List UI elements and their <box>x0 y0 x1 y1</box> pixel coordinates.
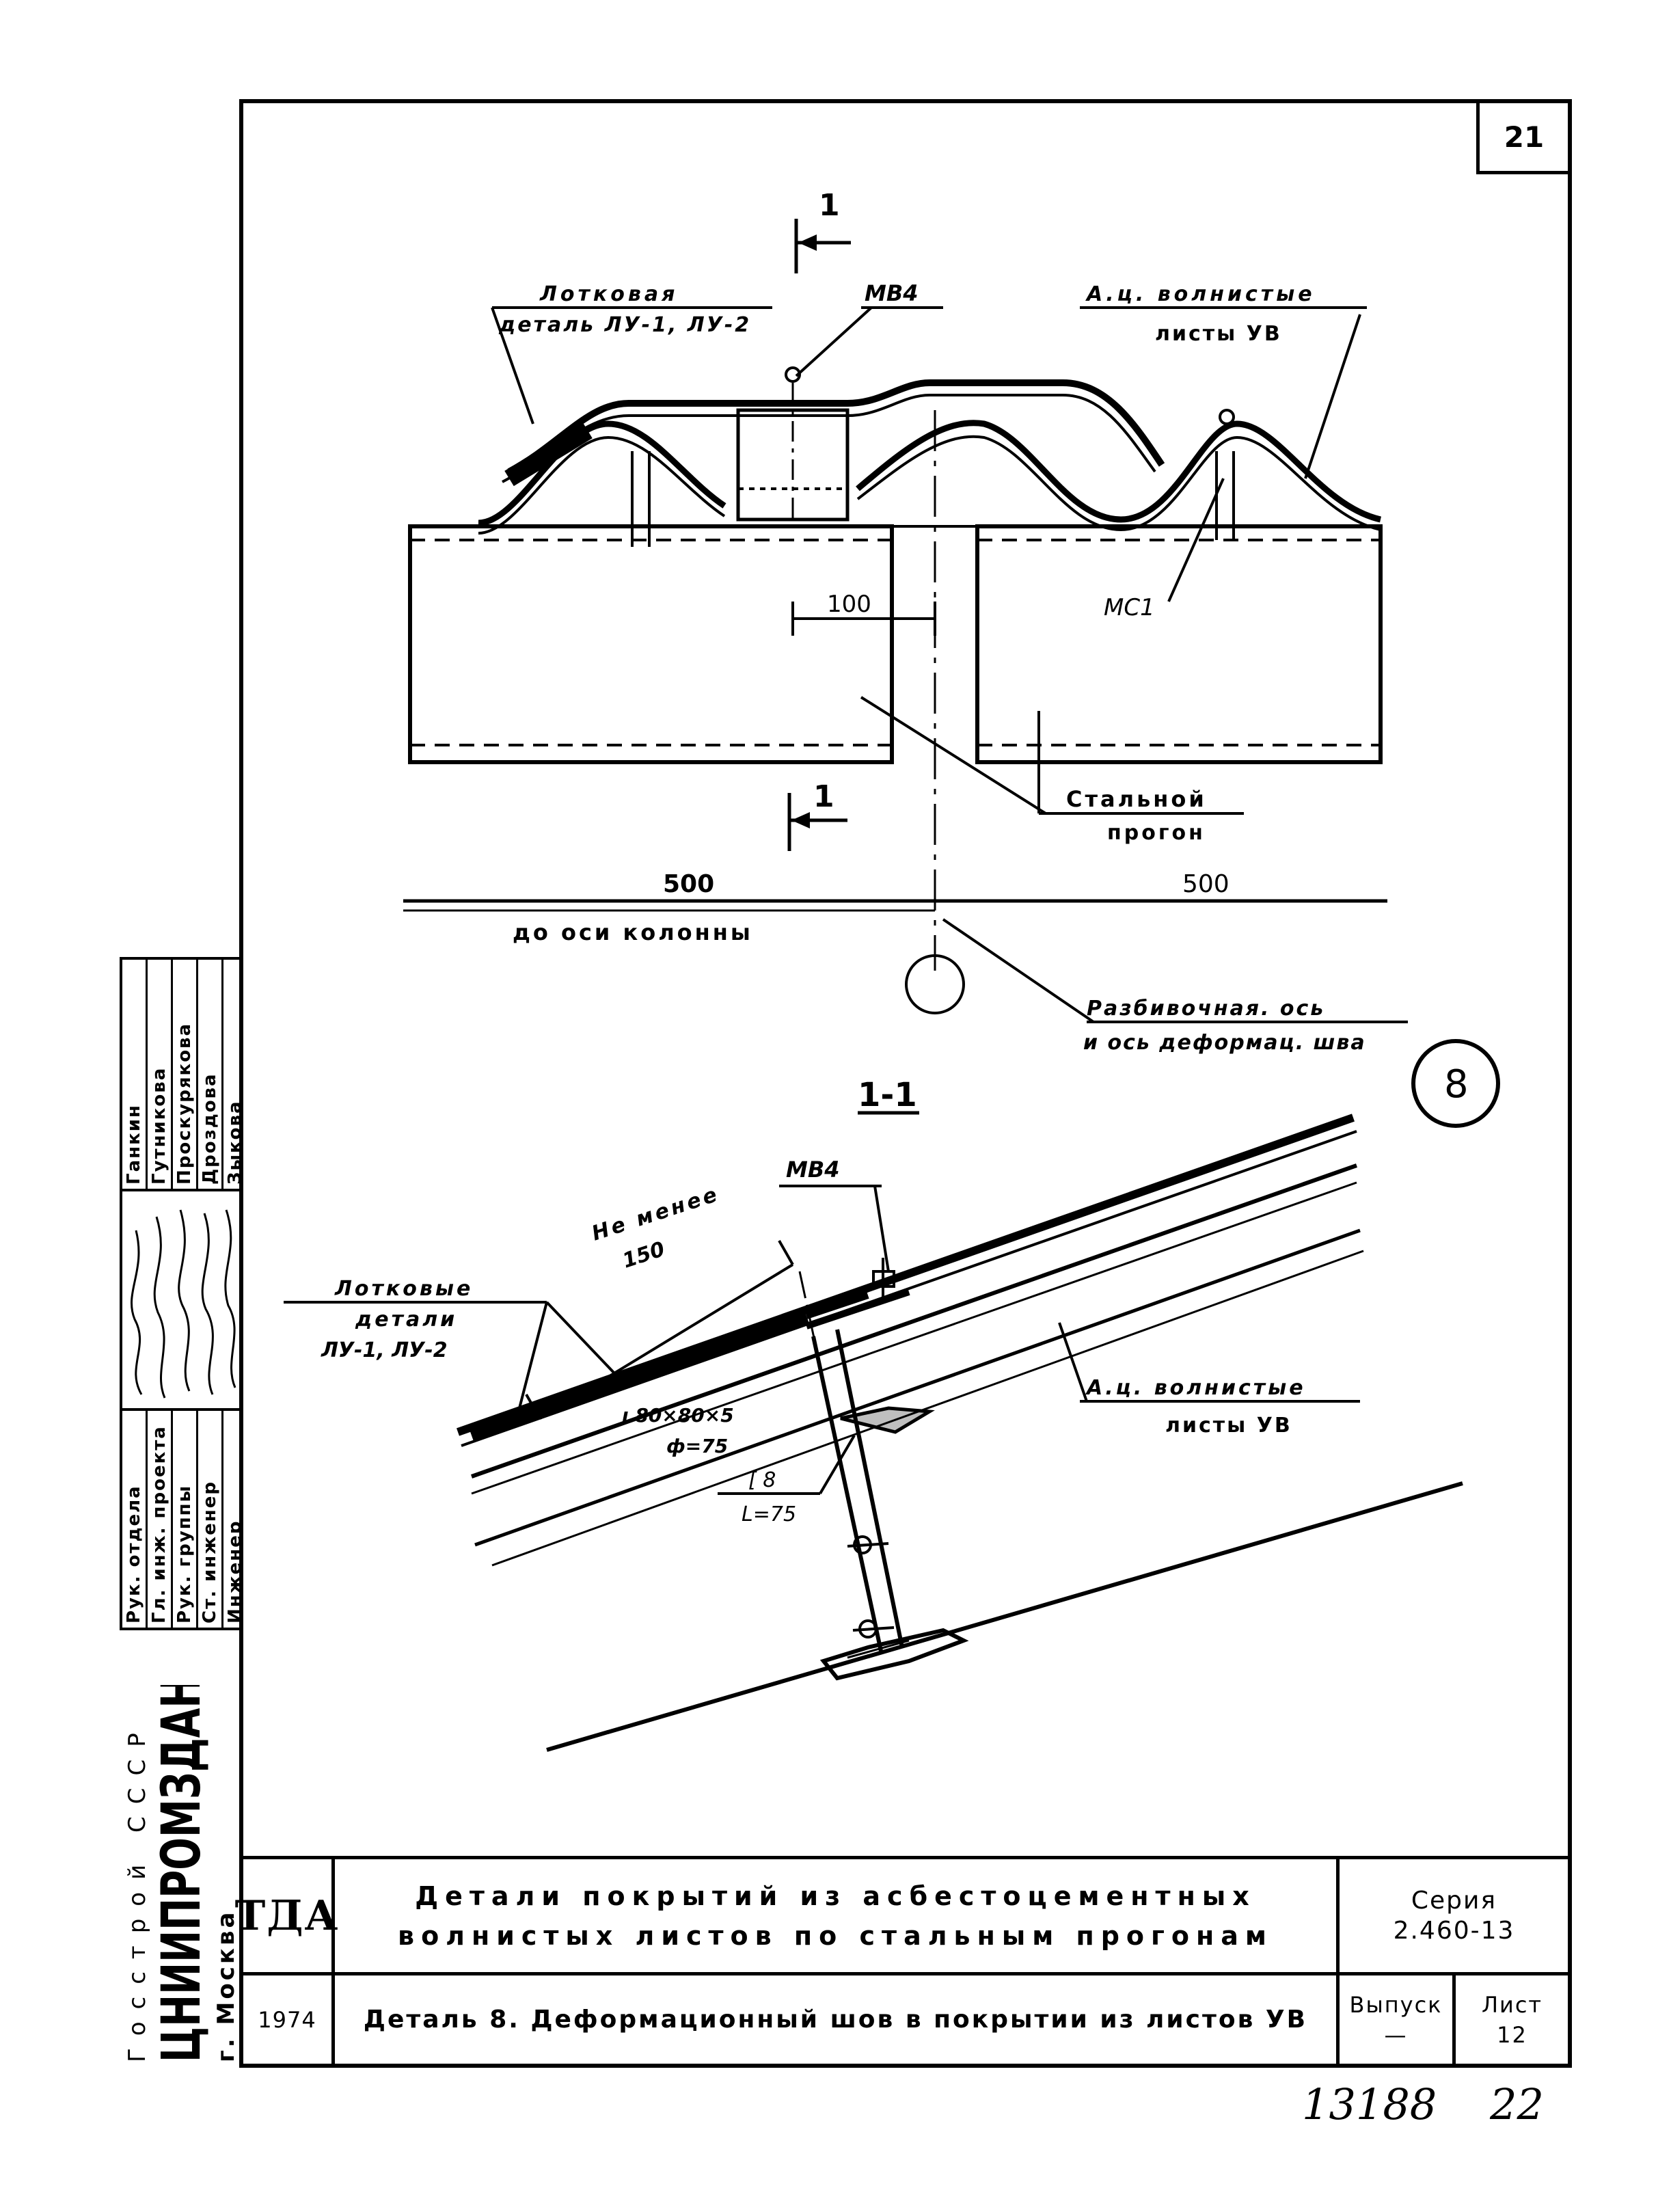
dim-left-500: 500 <box>663 870 714 898</box>
plate-label-line1: ı 80×80×5 <box>622 1404 734 1427</box>
year: 1974 <box>239 1972 335 2068</box>
plate-label-line2: ф=75 <box>666 1435 728 1457</box>
sheets-label-section-line1: А.ц. волнистые <box>1085 1376 1306 1400</box>
name-row: Проскурякова <box>173 960 198 1189</box>
org-line2: ЦНИИПРОМЗДАНИЙ <box>151 1685 213 2062</box>
org-line3: г. Москва <box>213 1909 240 2062</box>
sheet-label: Лист <box>1481 1992 1543 2018</box>
series-value: 2.460-13 <box>1393 1916 1515 1945</box>
title-cell: Детали покрытий из асбестоцементных волн… <box>331 1856 1340 1975</box>
fastener-label-plan: МВ4 <box>865 280 919 306</box>
section-view <box>284 1111 1463 1752</box>
min-length-line2: 150 <box>620 1237 668 1273</box>
purlin-label-line1: Стальной <box>1066 786 1207 812</box>
dim-100: 100 <box>827 591 871 618</box>
role-row: Гл. инж. проекта <box>148 1411 173 1628</box>
tray-details-line1: Лотковые <box>334 1277 473 1301</box>
role-row: Ст. инженер <box>198 1411 223 1628</box>
channel-label-line1: [ 8 <box>748 1468 776 1492</box>
sheet-value: 12 <box>1497 2022 1527 2048</box>
names-column: Ганкин Гутникова Проскурякова Дроздова З… <box>120 957 243 1191</box>
role-row: Рук. отдела <box>122 1411 148 1628</box>
channel-label-line2: L=75 <box>742 1502 796 1526</box>
org-line1: Госстрой СССР <box>124 1721 151 2062</box>
subtitle: Деталь 8. Деформационный шов в покрытии … <box>331 1972 1340 2068</box>
sheets-label-section-line2: листы УВ <box>1165 1414 1292 1438</box>
axis-label-line1: Разбивочная. ось <box>1087 997 1325 1021</box>
logo: ТДА <box>235 1856 338 1975</box>
name-row: Зыкова <box>225 1100 243 1185</box>
issue-cell: Выпуск — <box>1336 1972 1456 2068</box>
name-row: Дроздова <box>198 960 223 1189</box>
signatures-column <box>120 1189 243 1411</box>
tray-label-line2: деталь ЛУ-1, ЛУ-2 <box>498 313 751 337</box>
title-line2: волнистых листов по стальным прогонам <box>398 1920 1273 1951</box>
sheet-cell: Лист 12 <box>1452 1972 1572 2068</box>
organization-block: Госстрой СССР ЦНИИПРОМЗДАНИЙ г. Москва <box>120 1685 243 2068</box>
series-label: Серия <box>1411 1886 1497 1915</box>
name-row: Ганкин <box>122 960 148 1189</box>
fastener-label-section: МВ4 <box>786 1157 840 1183</box>
axis-label-line2: и ось деформац. шва <box>1083 1031 1366 1055</box>
tray-label-line1: Лотковая <box>539 282 678 306</box>
tray-details-line2: детали <box>355 1308 457 1332</box>
plan-section-mark-bottom: 1 <box>813 779 834 814</box>
column-axis-label: до оси колонны <box>513 919 753 945</box>
approval-stamp: Госстрой СССР ЦНИИПРОМЗДАНИЙ г. Москва Р… <box>120 957 243 2068</box>
issue-label: Выпуск <box>1349 1992 1443 2018</box>
role-row: Инженер <box>225 1520 243 1623</box>
role-row: Рук. группы <box>173 1411 198 1628</box>
roles-column: Рук. отдела Гл. инж. проекта Рук. группы… <box>120 1408 243 1630</box>
issue-value: — <box>1384 2022 1408 2048</box>
handwritten-number: 13188 <box>1302 2079 1437 2129</box>
signatures <box>131 1209 236 1399</box>
tray-details-line3: ЛУ-1, ЛУ-2 <box>321 1338 448 1362</box>
min-length-line1: Не менее <box>589 1182 722 1245</box>
plan-view <box>403 219 1500 1128</box>
title-line1: Детали покрытий из асбестоцементных <box>415 1880 1256 1911</box>
series-cell: Серия 2.460-13 <box>1336 1856 1572 1975</box>
section-title: 1-1 <box>858 1076 917 1114</box>
purlin-label-line2: прогон <box>1107 821 1206 845</box>
detail-number: 8 <box>1444 1062 1469 1107</box>
plan-section-mark-top: 1 <box>819 188 840 223</box>
handwritten-page: 22 <box>1489 2079 1544 2129</box>
page-number: 21 <box>1476 99 1572 174</box>
name-row: Гутникова <box>148 960 173 1189</box>
sheets-label-line2: листы УВ <box>1155 322 1282 346</box>
mc1-label: МС1 <box>1104 594 1155 621</box>
dim-right-500: 500 <box>1182 870 1230 898</box>
sheets-label-line1: А.ц. волнистые <box>1085 282 1316 306</box>
